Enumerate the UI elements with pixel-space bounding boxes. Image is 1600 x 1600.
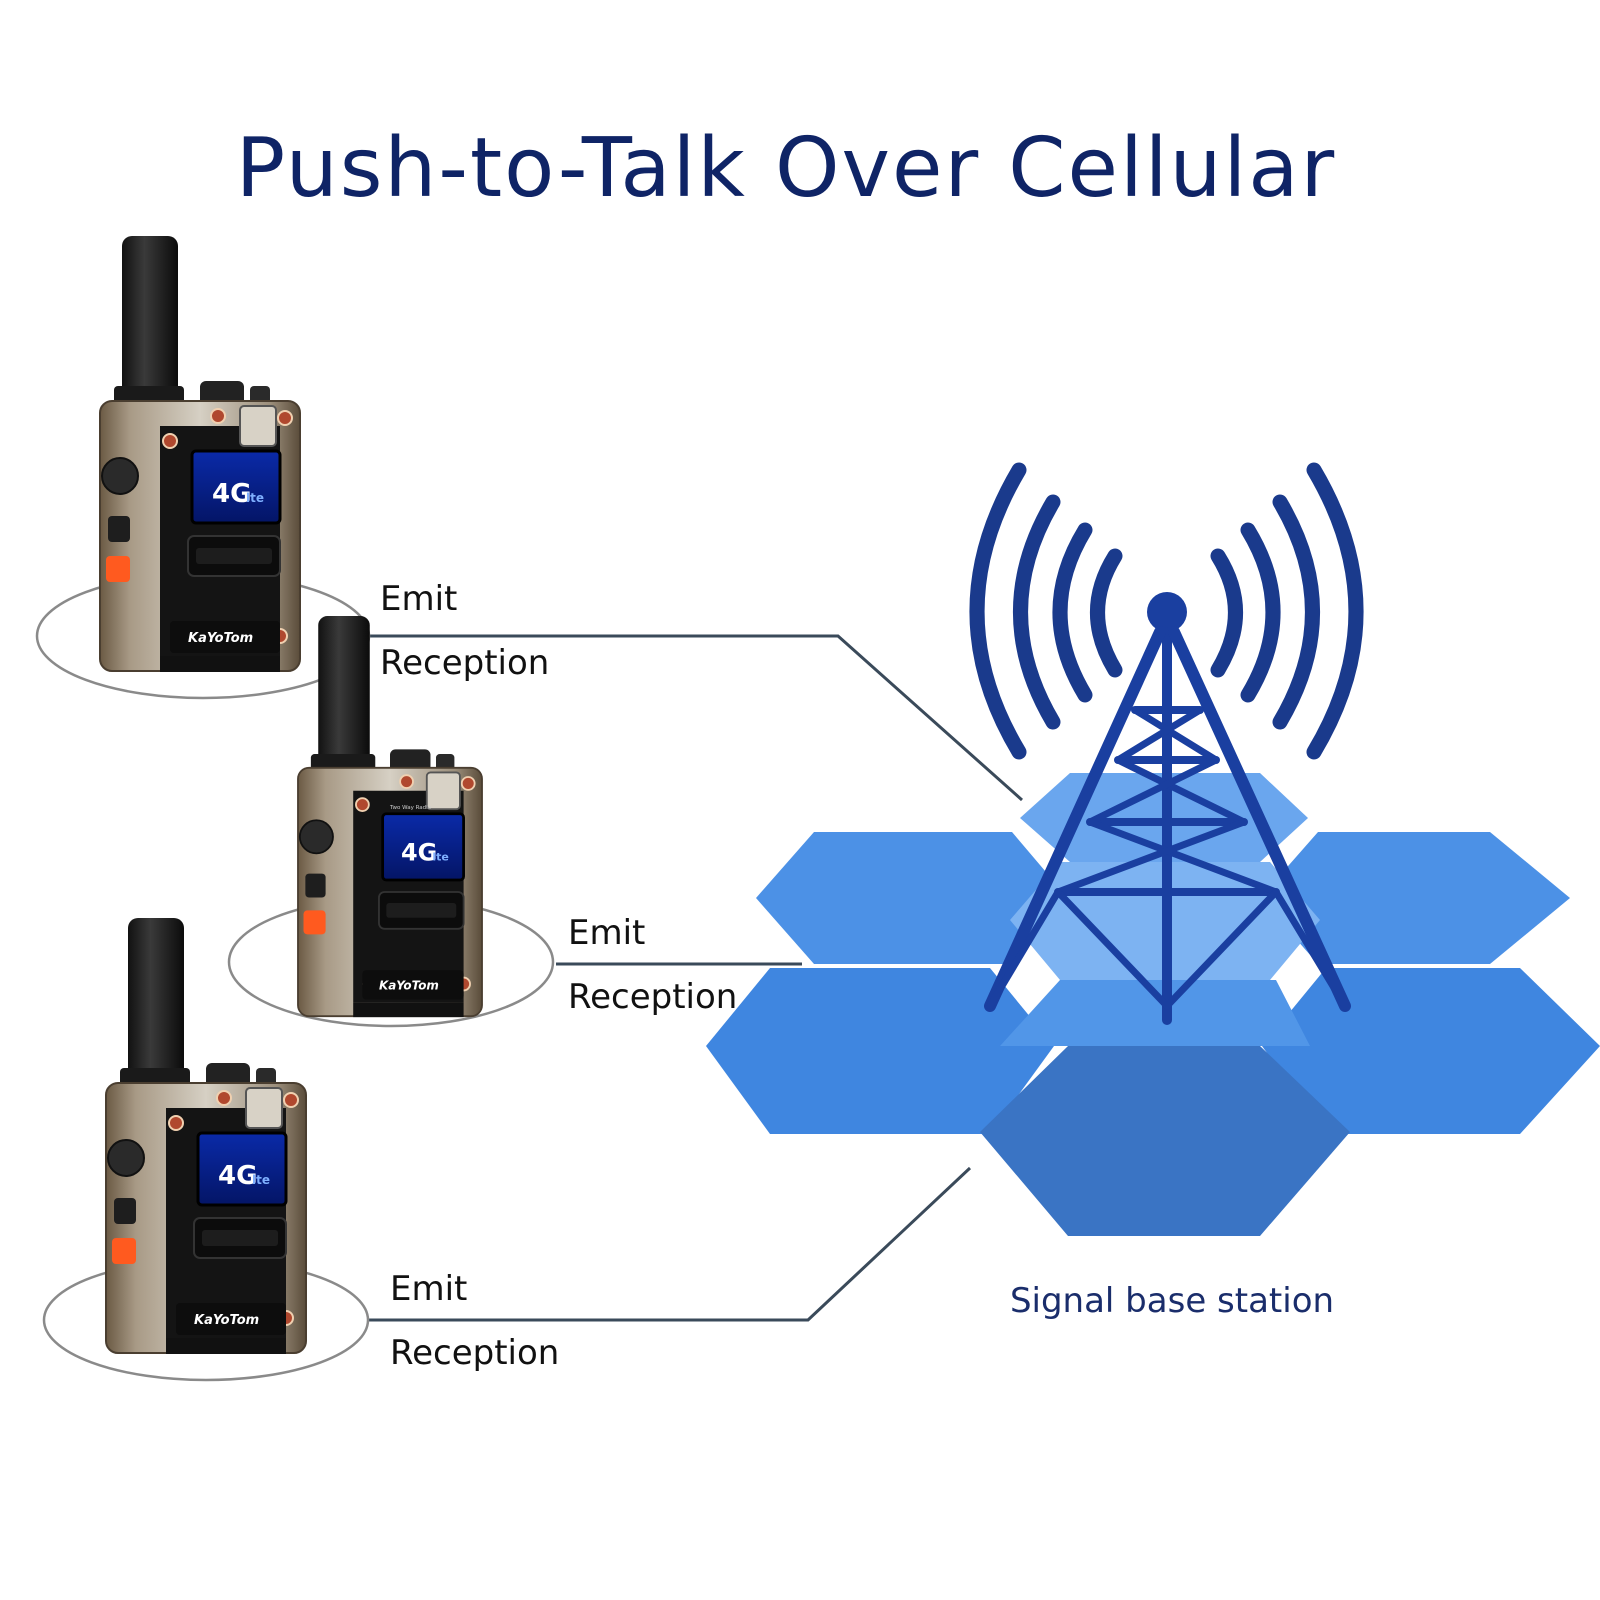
hex-cell [980,1046,1350,1236]
emit-label-1: Emit [380,579,457,619]
network-sub-label: lte [432,851,449,864]
hex-cell [706,968,1054,1134]
network-label: 4G [401,839,437,867]
wave-left-4 [969,462,1027,760]
emit-label-2: Emit [568,913,645,953]
brand-label: KaYoTom [188,631,253,646]
brand-label: KaYoTom [379,979,439,993]
connector-line-1 [370,634,1023,802]
radio-device-2: Two Way Radio 4G lte KaYoTom [296,614,484,1019]
wave-left-3 [1013,494,1061,730]
wave-left-2 [1052,522,1093,703]
page-title: Push-to-Talk Over Cellular [236,121,1337,216]
hex-cell [1000,980,1310,1046]
reception-label-3: Reception [390,1333,559,1373]
hex-cell [1260,832,1570,964]
network-sub-label: lte [252,1173,270,1187]
base-station-caption: Signal base station [1010,1281,1334,1321]
wave-right-2 [1240,522,1281,703]
wave-right-1 [1210,548,1243,678]
network-label: 4G [218,1161,257,1191]
wave-left-1 [1090,548,1123,678]
emit-label-3: Emit [390,1269,467,1309]
network-sub-label: lte [246,491,264,505]
connector-line-3 [368,1166,972,1322]
screen-caption: Two Way Radio [389,805,432,811]
network-label: 4G [212,479,251,509]
radio-device-3: 4G lte KaYoTom [104,916,308,1356]
brand-label: KaYoTom [194,1313,259,1328]
connector-lines [368,634,1023,1322]
tower-icon [984,592,1351,1025]
wave-right-4 [1306,462,1364,760]
radio-device-1: 4G lte KaYoTom [98,234,302,674]
hex-cell [756,832,1068,964]
reception-label-1: Reception [380,643,549,683]
wave-right-3 [1272,494,1320,730]
signal-waves [969,462,1364,760]
reception-label-2: Reception [568,977,737,1017]
